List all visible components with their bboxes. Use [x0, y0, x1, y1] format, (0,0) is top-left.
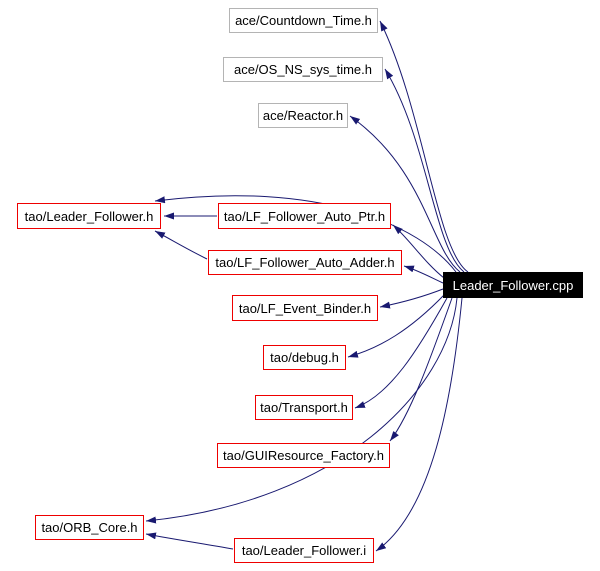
- edge-cpp-to-reactor: [349, 115, 461, 273]
- node-tao-lf-event-binder-h[interactable]: tao/LF_Event_Binder.h: [232, 295, 378, 321]
- edge-cpp-to-countdown-time: [379, 20, 469, 273]
- edge-cpp-to-leader-follower-i: [375, 297, 463, 552]
- node-tao-debug-h[interactable]: tao/debug.h: [263, 345, 346, 370]
- edge-cpp-to-os-ns-sys-time: [384, 68, 465, 273]
- edge-cpp-to-lf-follower-auto-adder: [403, 265, 444, 284]
- node-leader-follower-cpp: Leader_Follower.cpp: [443, 272, 583, 298]
- node-label: tao/GUIResource_Factory.h: [223, 448, 384, 463]
- edge-cpp-to-orb-core: [145, 297, 458, 524]
- node-tao-guiresource-factory-h[interactable]: tao/GUIResource_Factory.h: [217, 443, 390, 468]
- node-label: tao/Transport.h: [260, 400, 348, 415]
- node-label: tao/LF_Event_Binder.h: [238, 300, 372, 316]
- node-label: tao/LF_Follower_Auto_Adder.h: [215, 255, 395, 270]
- node-label: tao/Leader_Follower.h: [24, 208, 154, 224]
- node-label: tao/debug.h: [270, 350, 339, 365]
- node-ace-reactor-h[interactable]: ace/Reactor.h: [258, 103, 348, 128]
- edge-cpp-to-transport: [354, 297, 448, 409]
- node-tao-orb-core-h[interactable]: tao/ORB_Core.h: [35, 515, 144, 540]
- node-tao-transport-h[interactable]: tao/Transport.h: [255, 395, 353, 420]
- edge-cpp-to-lf-follower-auto-ptr: [392, 224, 445, 279]
- edge-leader-follower-i-to-orb-core: [145, 532, 234, 550]
- edge-cpp-to-lf-event-binder: [379, 288, 444, 309]
- node-tao-leader-follower-h[interactable]: tao/Leader_Follower.h: [17, 203, 161, 229]
- node-label: ace/OS_NS_sys_time.h: [233, 62, 372, 77]
- node-ace-countdown-time-h[interactable]: ace/Countdown_Time.h: [229, 8, 378, 33]
- node-tao-leader-follower-i[interactable]: tao/Leader_Follower.i: [234, 538, 374, 563]
- node-label: tao/LF_Follower_Auto_Ptr.h: [223, 208, 386, 224]
- node-label: ace/Reactor.h: [262, 108, 344, 123]
- node-label: tao/ORB_Core.h: [41, 520, 138, 535]
- node-ace-os-ns-sys-time-h[interactable]: ace/OS_NS_sys_time.h: [223, 57, 383, 82]
- edge-cpp-to-debug: [347, 294, 445, 358]
- node-label: Leader_Follower.cpp: [452, 277, 574, 293]
- edge-auto-adder-to-leader-follower-h: [154, 230, 208, 260]
- node-tao-lf-follower-auto-ptr-h[interactable]: tao/LF_Follower_Auto_Ptr.h: [218, 203, 391, 229]
- node-label: ace/Countdown_Time.h: [235, 13, 372, 28]
- edge-cpp-to-guiresource-factory: [389, 297, 453, 442]
- node-tao-lf-follower-auto-adder-h[interactable]: tao/LF_Follower_Auto_Adder.h: [208, 250, 402, 275]
- node-label: tao/Leader_Follower.i: [241, 543, 367, 558]
